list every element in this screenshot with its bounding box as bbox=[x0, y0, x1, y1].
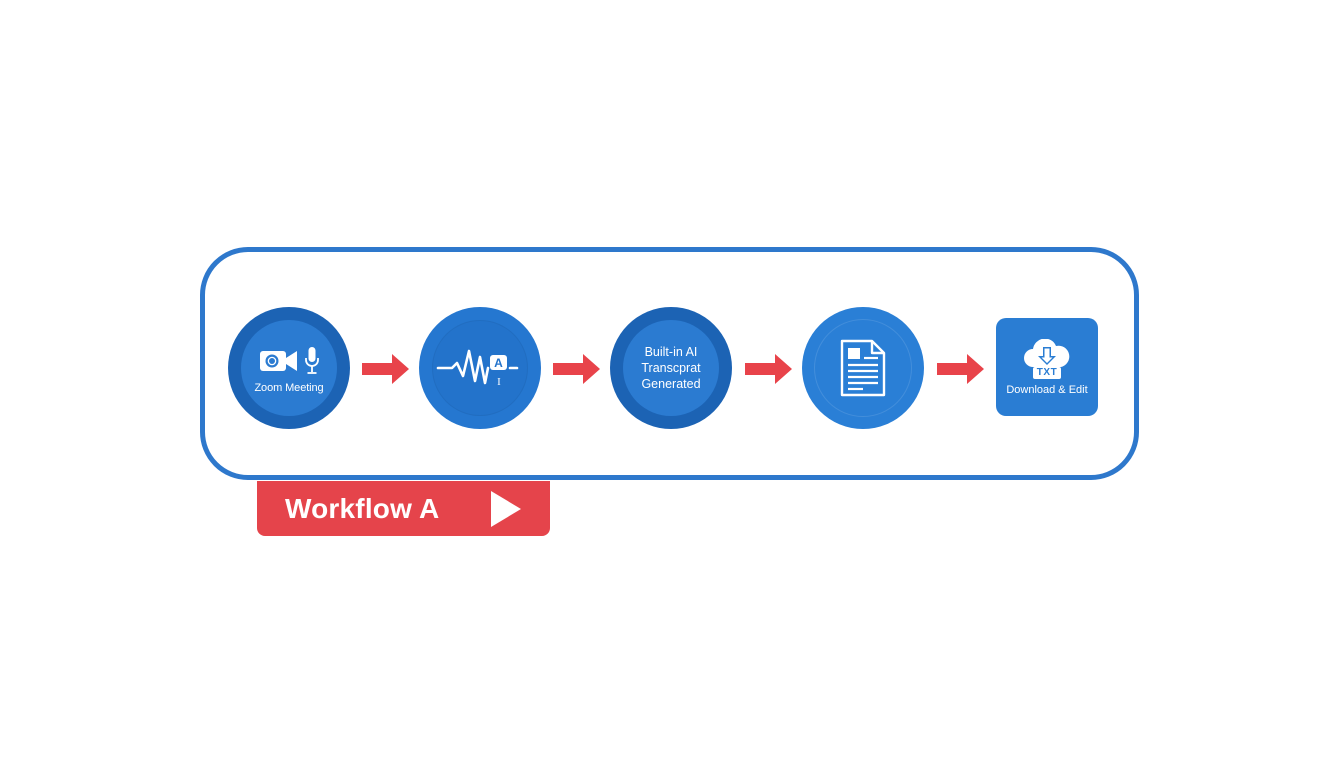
svg-text:A: A bbox=[494, 356, 503, 370]
step-label: Zoom Meeting bbox=[254, 382, 324, 394]
step-label-line: Transcprat bbox=[641, 361, 701, 375]
step-audio-processing: A I bbox=[419, 307, 541, 429]
step-label-line: Generated bbox=[641, 377, 701, 391]
step-label-line: Built-in AI bbox=[644, 345, 698, 359]
workflow-title-badge: Workflow A bbox=[257, 481, 550, 536]
video-camera-icon bbox=[259, 351, 297, 371]
workflow-title: Workflow A bbox=[285, 492, 440, 524]
step-zoom-meeting: Zoom Meeting bbox=[228, 307, 350, 429]
document-icon bbox=[840, 339, 886, 397]
step-label: Download & Edit bbox=[1006, 383, 1088, 396]
text-a-icon: A bbox=[490, 355, 507, 370]
microphone-icon bbox=[304, 347, 319, 374]
arrow-right-icon bbox=[937, 354, 984, 384]
arrow-right-icon bbox=[745, 354, 792, 384]
step-download-edit: TXT Download & Edit bbox=[996, 318, 1098, 416]
file-type-badge: TXT bbox=[1032, 366, 1062, 379]
step-document bbox=[802, 307, 924, 429]
audio-waveform-icon: A I bbox=[436, 349, 519, 388]
arrow-right-icon bbox=[362, 354, 409, 384]
play-icon bbox=[491, 491, 521, 527]
step-ai-transcript: Built-in AI Transcprat Generated bbox=[610, 307, 732, 429]
arrow-right-icon bbox=[553, 354, 600, 384]
svg-text:I: I bbox=[497, 376, 501, 388]
cloud-download-icon bbox=[1024, 338, 1070, 367]
